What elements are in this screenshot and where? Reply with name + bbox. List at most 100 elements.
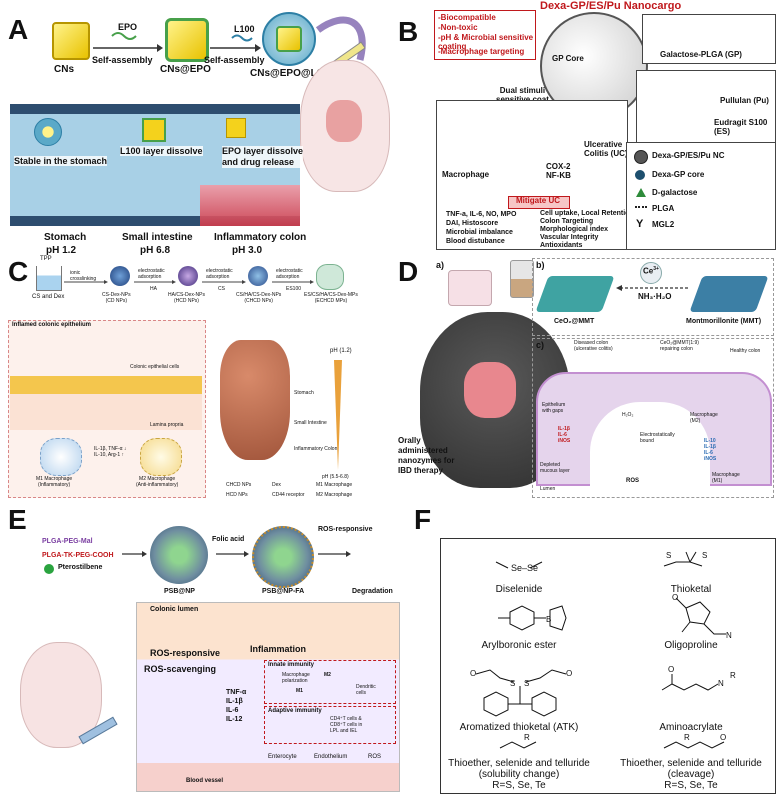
ce-sup: 3+ xyxy=(653,266,659,272)
f-label-thioether-solubility: Thioether, selenide and telluride (solub… xyxy=(448,758,590,791)
cn-epo-l100-core xyxy=(276,26,302,52)
particle-4: ES/CS/HA/CS-Dex-MPs (ECHCD MPs) xyxy=(304,292,358,304)
step-2: electrostatic adsorption xyxy=(138,268,165,280)
region-stomach-name: Stomach xyxy=(44,232,87,243)
mitigate-label: Mitigate UC xyxy=(516,196,560,205)
colon-cube xyxy=(226,118,246,138)
svg-text:S: S xyxy=(510,679,515,688)
galactose-label: Galactose-PLGA (GP) xyxy=(660,50,742,59)
ce-text: Ce xyxy=(643,266,654,276)
region-colon-name: Inflammatory colon xyxy=(214,232,307,243)
cyto-left: IL-1β IL-6 iNOS xyxy=(558,426,571,444)
legend-plga: PLGA xyxy=(652,204,675,213)
m1-label-e: M1 xyxy=(296,688,303,694)
organ-colon: Inflammatory Colon xyxy=(294,446,338,452)
mitigate-box xyxy=(508,196,570,209)
villi-lumen xyxy=(590,402,710,486)
panel-letter-a: A xyxy=(8,14,29,45)
f-label-atk: Aromatized thioketal (ATK) xyxy=(459,722,579,733)
lamina-label: Lamina propria xyxy=(150,422,184,428)
legend-mgl2: MGL2 xyxy=(652,220,675,229)
cd-label: CD4⁺T cells & CD8⁺T cells in LPL and IEL xyxy=(330,716,363,734)
ros-resp-label: ROS-responsive xyxy=(318,526,373,533)
cytokines-label: TNF-α IL-1β IL-6 IL-12 xyxy=(226,689,247,723)
feature-box xyxy=(434,10,536,60)
macrophage-label: Macrophage xyxy=(442,170,490,179)
step-4: electrostatic adsorption xyxy=(276,268,303,280)
thioketal-structure: S S xyxy=(663,551,707,567)
svg-text:R: R xyxy=(730,671,736,680)
legend-c-2: Dex xyxy=(272,482,281,488)
vial xyxy=(510,260,534,298)
electro-label: Electrostatically bound xyxy=(640,432,675,444)
legend-core-icon xyxy=(635,170,645,180)
innate-label: Innate immunity xyxy=(268,662,315,668)
panel-letter-d: D xyxy=(398,256,419,287)
mac-pol-label: Macrophage polarization xyxy=(282,672,310,684)
f-label-aminoacrylate: Aminoacrylate xyxy=(659,722,723,733)
mouse-intestine xyxy=(464,362,516,418)
eudragit-label: Eudragit S100 (ES) xyxy=(714,118,768,136)
ce-ion xyxy=(640,262,662,284)
svg-text:B: B xyxy=(546,615,551,624)
step-agent-2: HA xyxy=(150,286,157,292)
pullulan-label: Pullulan (Pu) xyxy=(720,96,769,105)
panel-e: E PLGA-PEG-Mal PLGA-TK-PEG-COOH Pterosti… xyxy=(0,502,400,797)
oral-label: Orally administered nanozymes for IBD th… xyxy=(398,436,455,475)
down-list: TNF-a, IL-6, NO, MPO DAI, Histoscore Mic… xyxy=(446,211,517,245)
svg-text:Se–Se: Se–Se xyxy=(511,563,538,573)
ph-top-label: pH (1.2) xyxy=(330,348,352,354)
cn-cube xyxy=(52,22,90,60)
panel-a-arrows xyxy=(93,16,366,70)
mac-m2-label: Macrophage (M2) xyxy=(690,412,718,424)
aminoacrylate-structure: O N R xyxy=(661,665,736,691)
step-1: ionic crosslinking xyxy=(70,270,97,282)
psb-fa-label: PSB@NP-FA xyxy=(262,588,305,595)
self-assembly-label-2: Self-assembly xyxy=(204,55,265,65)
cyto-right: IL-10 IL-1β IL-6 iNOS xyxy=(704,438,717,462)
colonic-lumen-label: Colonic lumen xyxy=(150,606,199,613)
epo-label: EPO xyxy=(118,22,138,32)
d-b-label: b) xyxy=(536,260,545,270)
ptero-label: Pterostilbene xyxy=(58,564,103,571)
repairing-label: CeO₂@MMT(1:9) repairing colon xyxy=(660,340,699,352)
ph-gradient-bar xyxy=(334,360,342,470)
m1-cell xyxy=(40,438,82,476)
step-3: electrostatic adsorption xyxy=(206,268,233,280)
panel-c-arrows xyxy=(64,280,314,284)
feed-bag xyxy=(448,270,492,306)
colon-scene xyxy=(136,602,400,792)
svg-text:O: O xyxy=(720,733,726,742)
feature-1: -Biocompatible xyxy=(438,13,496,22)
m1-label: M1 Macrophage (Inflammatory) xyxy=(36,476,73,488)
f-label-arylboronic: Arylboronic ester xyxy=(481,640,557,651)
blood-label: Blood vessel xyxy=(186,778,224,784)
mmt-label: Montmorillonite (MMT) xyxy=(686,318,762,325)
panel-e-arrows xyxy=(122,551,351,557)
svg-text:R: R xyxy=(684,733,690,742)
mac-m1-label: Macrophage (M1) xyxy=(712,472,740,484)
ros-label: ROS xyxy=(626,478,640,484)
panel-letter-c: C xyxy=(8,256,29,287)
mouse-gut xyxy=(326,100,362,142)
self-assembly-label-1: Self-assembly xyxy=(92,55,153,65)
cs-dex-label: CS and Dex xyxy=(32,294,65,300)
epithelium-band xyxy=(10,376,202,394)
stomach-particle xyxy=(34,118,62,146)
particle-2: HA/CS-Dex-NPs (HCD NPs) xyxy=(168,292,205,304)
psb-np xyxy=(150,526,208,584)
legend-galactose-icon xyxy=(636,188,646,197)
uc-label: Ulcerative Colitis (UC) xyxy=(584,140,628,158)
diseased-label: Diseased colon (ulcerative colitis) xyxy=(574,340,613,352)
note-l100-dissolve: L100 layer dissolve xyxy=(120,146,203,156)
legend-box-b xyxy=(626,142,776,250)
cox-label: COX-2 NF-KB xyxy=(546,162,571,180)
legend-c-3: M1 Macrophage xyxy=(316,482,353,488)
svg-text:O: O xyxy=(566,669,572,678)
legend-plga-icon xyxy=(635,206,647,214)
legend-c-6: M2 Macrophage xyxy=(316,492,353,498)
mechanism-box xyxy=(436,100,628,250)
label-cns-epo: CNs@EPO xyxy=(160,64,211,75)
panel-b-title: Dexa-GP/ES/Pu Nanocargo xyxy=(540,0,682,12)
legend-nc-icon xyxy=(634,150,648,164)
